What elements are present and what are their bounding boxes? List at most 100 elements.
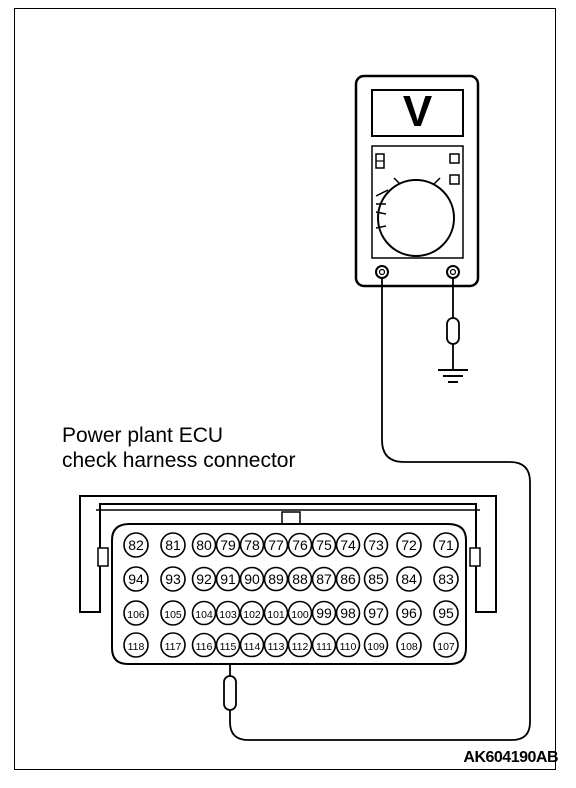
connector-pin (433, 532, 459, 558)
connector-pin (311, 600, 337, 626)
connector-pin-label: 110 (340, 641, 357, 653)
connector-pin-label: 113 (268, 641, 285, 653)
connector-pin-label: 77 (268, 537, 284, 553)
connector-pin-label: 111 (316, 641, 332, 653)
connector-pin (215, 632, 241, 658)
connector-pin-label: 97 (368, 605, 384, 621)
connector-pin (311, 566, 337, 592)
connector-pin-label: 92 (196, 571, 212, 587)
caption-line-1: Power plant ECU (62, 424, 224, 447)
connector-pin-label: 118 (128, 641, 145, 653)
connector-pin (396, 632, 422, 658)
figure-id: AK604190AB (463, 749, 558, 766)
connector-pin (363, 632, 389, 658)
connector-pin-label: 72 (401, 537, 417, 553)
connector-pin (311, 632, 337, 658)
indicator-icon (449, 153, 460, 164)
connector-pin (239, 566, 265, 592)
connector-pin-label: 93 (165, 571, 181, 587)
connector-face (111, 523, 467, 665)
connector-pin-label: 87 (316, 571, 332, 587)
connector-pin-label: 100 (291, 609, 309, 621)
connector-pin (433, 600, 459, 626)
connector-pin-label: 109 (367, 641, 385, 653)
diagram-frame (14, 8, 556, 770)
connector-pin-label: 115 (220, 641, 237, 653)
connector-pin (433, 632, 459, 658)
connector-pin (287, 566, 313, 592)
connector-pin (160, 532, 186, 558)
connector-pin (335, 600, 361, 626)
connector-pin (263, 532, 289, 558)
connector-pin (215, 532, 241, 558)
connector-pin-label: 81 (165, 537, 181, 553)
connector-pin-label: 107 (437, 641, 455, 653)
connector-pin-label: 116 (196, 641, 213, 653)
selector-dial (377, 179, 455, 257)
connector-pin (363, 566, 389, 592)
voltmeter-display-symbol: V (403, 87, 433, 136)
connector-pin-label: 90 (244, 571, 260, 587)
signal-lead (229, 278, 531, 741)
connector-pin (263, 600, 289, 626)
connector-pin-label: 104 (195, 609, 213, 621)
connector-pin (335, 532, 361, 558)
connector-pin-label: 99 (316, 605, 332, 621)
connector-pin (160, 600, 186, 626)
connector-pin (123, 532, 149, 558)
caption-line-2: check harness connector (62, 449, 296, 472)
connector-pin (215, 566, 241, 592)
voltmeter-panel (371, 145, 464, 259)
connector-pin (396, 532, 422, 558)
connector-pin (160, 632, 186, 658)
connector-pin (123, 632, 149, 658)
connector-latch (281, 511, 301, 525)
connector-pin (287, 632, 313, 658)
connector-pin-label: 108 (400, 641, 418, 653)
connector-pin (239, 632, 265, 658)
connector-pin (239, 532, 265, 558)
ground-lead (438, 278, 468, 383)
connector-pin (160, 566, 186, 592)
connector-pin (363, 600, 389, 626)
connector-pin-label: 95 (438, 605, 454, 621)
probe-tip-icon (223, 675, 237, 711)
connector-pin-label: 89 (268, 571, 284, 587)
connector-pin-label: 86 (340, 571, 356, 587)
connector-pin (263, 566, 289, 592)
connector-pin (191, 566, 217, 592)
connector-pin-label: 82 (128, 537, 144, 553)
connector-pin-label: 85 (368, 571, 384, 587)
probe-tip-icon (446, 317, 460, 345)
connector-pin-label: 117 (165, 641, 182, 653)
connector-pin (396, 566, 422, 592)
connector-pin-label: 94 (128, 571, 144, 587)
connector-pin-label: 80 (196, 537, 212, 553)
connector-pin-label: 73 (368, 537, 384, 553)
connector-pin (311, 532, 337, 558)
connector-pin (239, 600, 265, 626)
connector-pin (191, 632, 217, 658)
connector-pin-label: 106 (127, 609, 145, 621)
connector-pin (287, 532, 313, 558)
connector-pin-label: 114 (244, 641, 261, 653)
connector-pin-label: 76 (292, 537, 308, 553)
connector-pin (191, 600, 217, 626)
connector-pin-label: 96 (401, 605, 417, 621)
voltmeter: V (354, 74, 480, 288)
connector-pin-label: 88 (292, 571, 308, 587)
connector-pin-label: 98 (340, 605, 356, 621)
connector-pin-label: 91 (220, 571, 236, 587)
connector-pin (396, 600, 422, 626)
connector-pin-label: 112 (292, 641, 309, 653)
connector-pin-label: 103 (219, 609, 237, 621)
connector-pin-label: 102 (243, 609, 261, 621)
connector-pin-label: 84 (401, 571, 417, 587)
connector-pin (263, 632, 289, 658)
connector-pin (191, 532, 217, 558)
connector-pin-label: 101 (267, 609, 285, 621)
connector-pin-label: 79 (220, 537, 236, 553)
